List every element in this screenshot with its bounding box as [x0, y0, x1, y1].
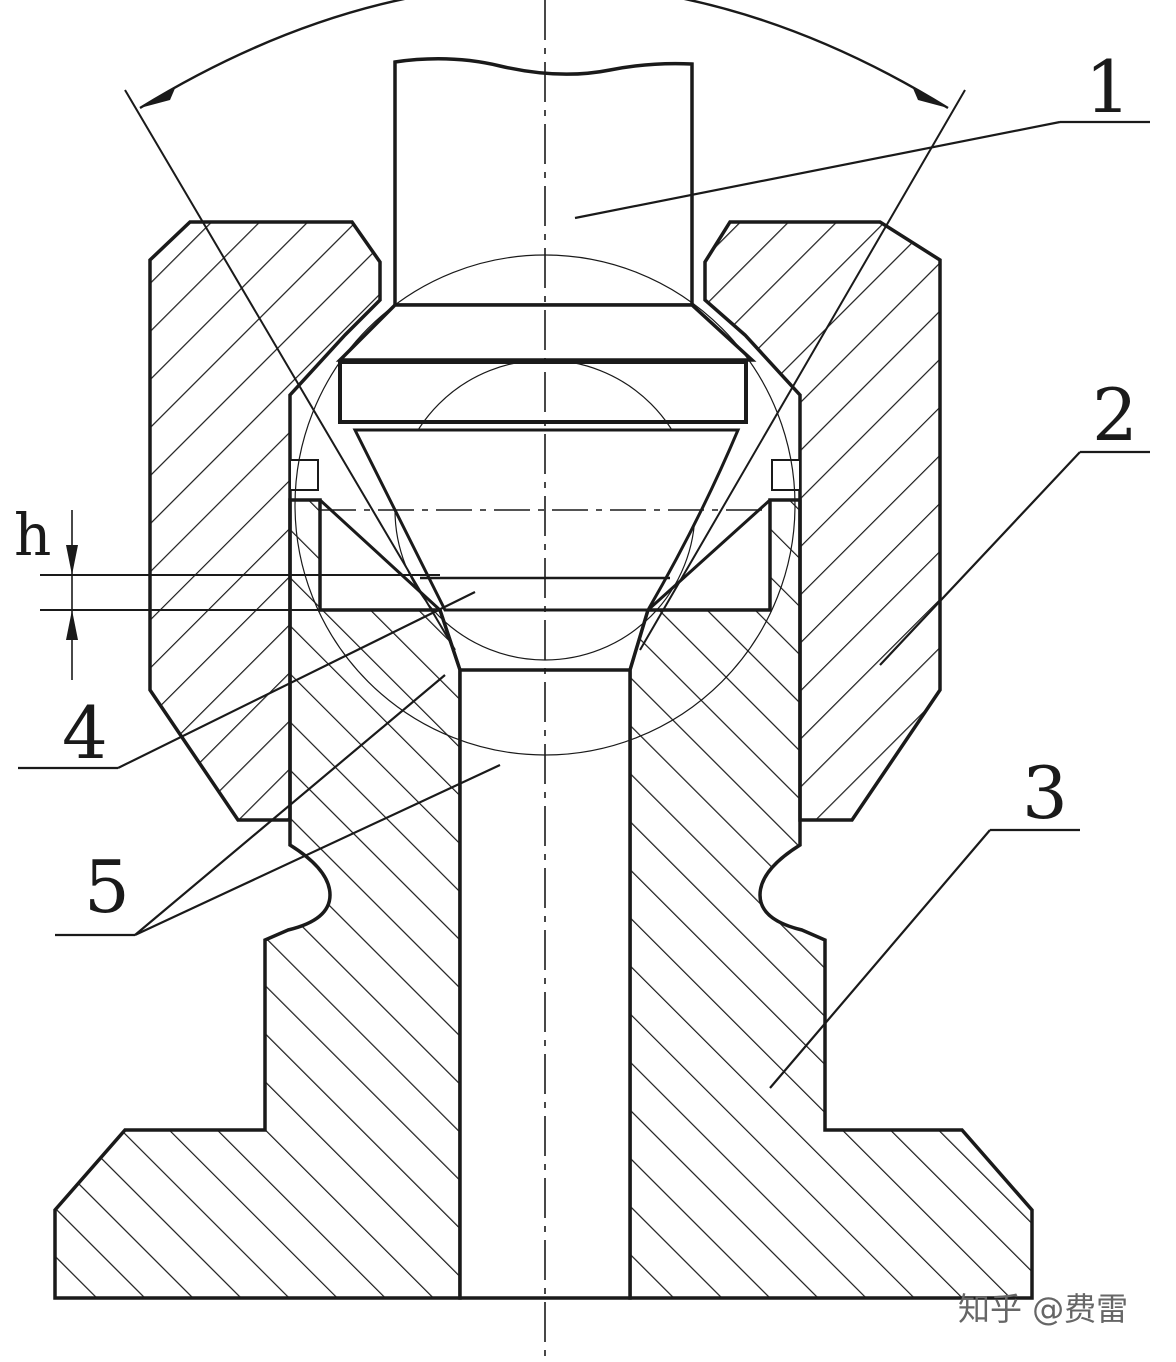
outer-nut-part-2 [148, 220, 942, 822]
cone-angle-dimension [124, 0, 966, 651]
callout-1: 1 [1085, 45, 1131, 129]
dimension-h: h [14, 501, 440, 680]
stem-part-1 [335, 57, 757, 424]
callout-4: 4 [62, 691, 108, 775]
watermark: 知乎 @费雷 [958, 1290, 1128, 1328]
callout-3: 3 [1022, 751, 1068, 835]
label-h: h [14, 501, 51, 569]
leader-lines [18, 120, 1150, 1089]
callout-2: 2 [1092, 373, 1138, 457]
callout-5: 5 [84, 845, 130, 929]
